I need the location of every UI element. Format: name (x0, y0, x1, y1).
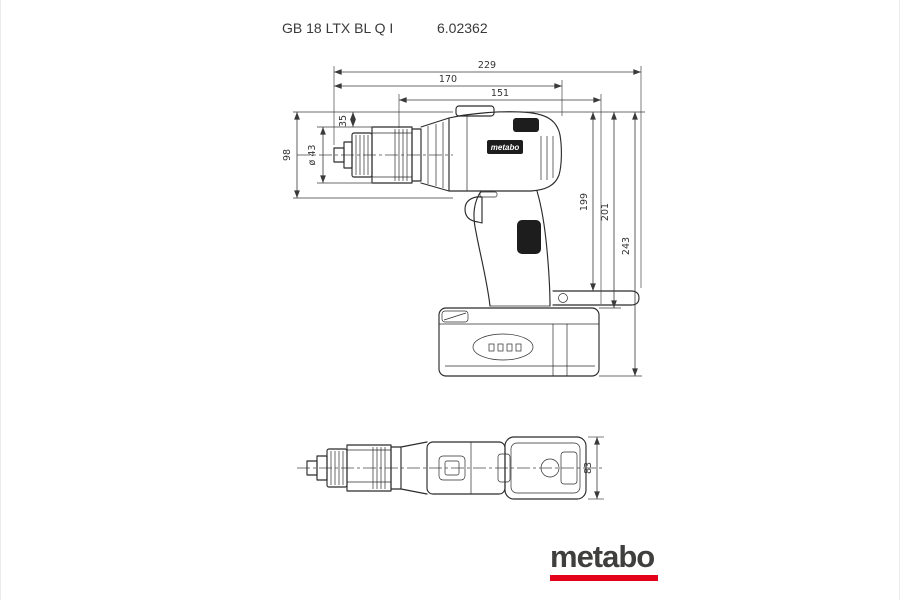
body-brand-text: metabo (491, 143, 520, 152)
battery-release-latch (441, 310, 469, 323)
battery-led-bars (488, 343, 522, 352)
trigger (464, 196, 483, 224)
handle-grip (473, 190, 491, 307)
order-number: 6.02362 (437, 20, 488, 36)
metabo-logo: metabo (550, 541, 658, 581)
dim-label-total-height: 243 (621, 237, 632, 255)
top-battery (504, 436, 587, 500)
body-brand-plate (487, 140, 523, 154)
belt-hook (552, 290, 640, 306)
top-chuck-knurling-rear (372, 447, 386, 489)
torque-ring-marks (427, 122, 444, 188)
dim-label-total-length: 229 (478, 60, 496, 71)
top-chuck-knurling-front (330, 451, 344, 485)
top-battery-latch (497, 453, 511, 483)
battery-capacity-indicator (472, 333, 534, 361)
dim-label-height-to-hook: 199 (579, 193, 590, 211)
motor-housing (448, 111, 562, 192)
model-name: GB 18 LTX BL Q I (282, 20, 394, 36)
metabo-logo-text: metabo (550, 539, 655, 574)
housing-label-patch (513, 118, 539, 132)
dim-label-top-view-width: 83 (583, 462, 594, 474)
dim-label-chuck-diameter: ø 43 (307, 145, 318, 166)
drill-side-view: metabo (297, 105, 640, 377)
chuck-knurling-rear (394, 129, 408, 181)
metabo-logo-underline (550, 575, 658, 581)
top-gear-switch (438, 455, 466, 481)
dimension-labels: 229 170 151 98 ø 43 35 199 201 243 83 (282, 60, 632, 474)
forward-reverse-switch (479, 191, 498, 198)
drill-top-view (297, 436, 605, 500)
dim-label-body-length: 170 (439, 74, 457, 85)
gear-selector-switch (455, 105, 495, 117)
dim-label-grip-length: 151 (491, 88, 509, 99)
dim-label-height-body: 201 (600, 203, 611, 221)
dimension-lines (293, 66, 645, 500)
battery-pack (438, 307, 600, 377)
chuck-knurling-front (355, 135, 369, 175)
belt-hook-screw (558, 293, 568, 303)
dim-label-front-height: 98 (282, 149, 293, 161)
motor-vents (540, 136, 554, 180)
grip-rubber-patch (517, 220, 541, 254)
dim-label-chuck-offset: 35 (338, 115, 349, 127)
